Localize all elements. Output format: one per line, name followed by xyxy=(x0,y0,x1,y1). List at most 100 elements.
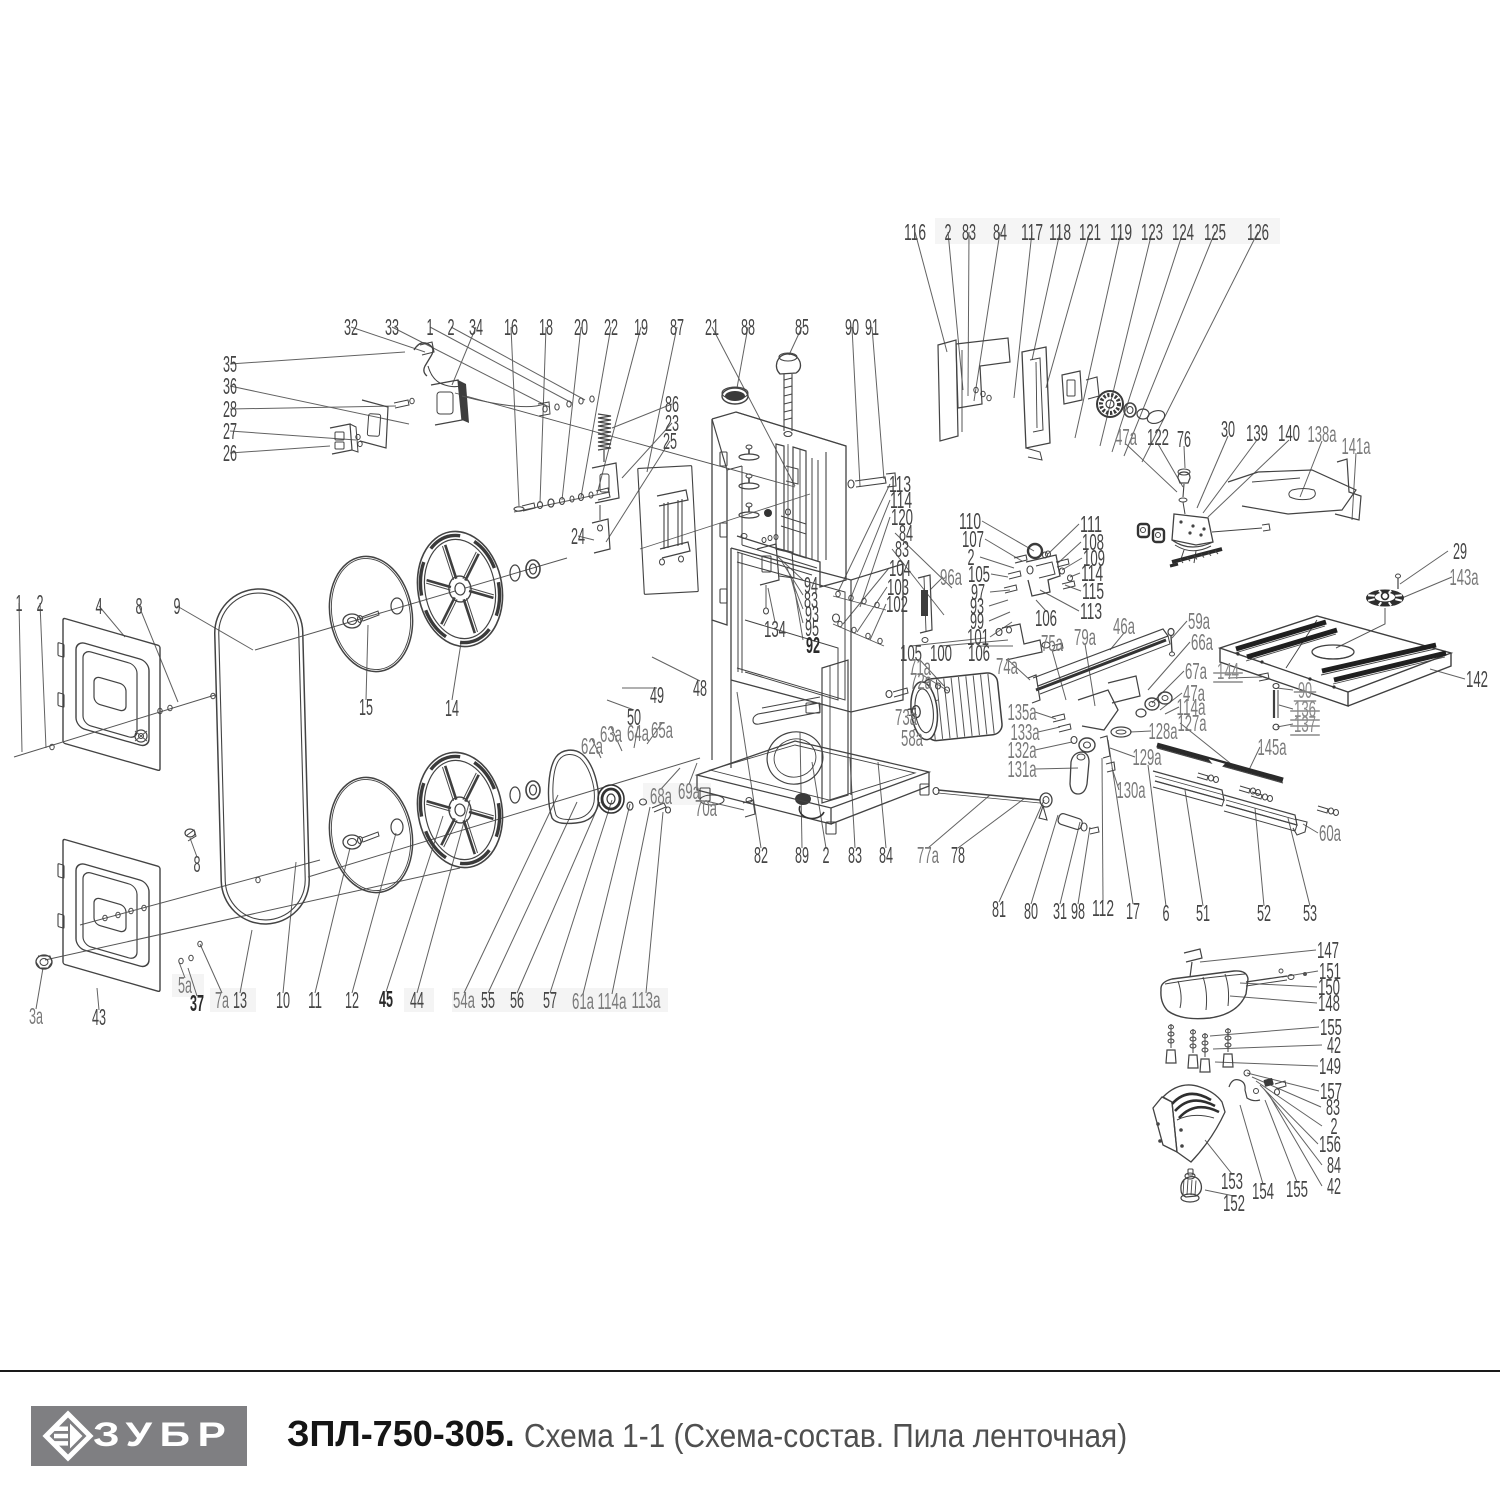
svg-text:132a: 132a xyxy=(1008,737,1037,763)
svg-text:114a: 114a xyxy=(598,988,627,1014)
svg-text:15: 15 xyxy=(359,694,373,720)
svg-text:34: 34 xyxy=(469,314,483,340)
svg-text:49: 49 xyxy=(650,682,664,708)
svg-text:155: 155 xyxy=(1320,1014,1342,1040)
svg-text:102: 102 xyxy=(886,591,908,617)
svg-text:125: 125 xyxy=(1204,219,1226,245)
svg-text:129a: 129a xyxy=(1133,744,1162,770)
svg-text:83: 83 xyxy=(848,842,862,868)
svg-text:73a: 73a xyxy=(895,704,917,730)
svg-text:74a: 74a xyxy=(996,653,1018,679)
svg-text:58a: 58a xyxy=(901,725,923,751)
svg-text:16: 16 xyxy=(504,314,518,340)
svg-text:142: 142 xyxy=(1466,666,1488,692)
svg-text:91: 91 xyxy=(865,314,879,340)
svg-text:156: 156 xyxy=(1319,1131,1341,1157)
svg-text:37: 37 xyxy=(190,990,204,1016)
svg-text:82: 82 xyxy=(754,842,768,868)
svg-text:150: 150 xyxy=(1318,974,1340,1000)
svg-text:144: 144 xyxy=(1217,658,1239,684)
svg-text:113: 113 xyxy=(1080,598,1102,624)
svg-text:25: 25 xyxy=(663,428,677,454)
svg-text:26: 26 xyxy=(223,440,237,466)
svg-text:28: 28 xyxy=(223,396,237,422)
svg-text:71a: 71a xyxy=(909,654,931,680)
svg-text:143a: 143a xyxy=(1450,564,1479,590)
svg-text:50: 50 xyxy=(627,704,641,730)
svg-text:123: 123 xyxy=(1141,219,1163,245)
svg-text:137: 137 xyxy=(1294,711,1316,737)
svg-text:80: 80 xyxy=(1024,898,1038,924)
svg-text:2: 2 xyxy=(968,544,975,570)
svg-text:3a: 3a xyxy=(29,1003,43,1029)
svg-text:30: 30 xyxy=(1221,416,1235,442)
svg-text:133a: 133a xyxy=(1011,719,1040,745)
svg-text:2: 2 xyxy=(448,314,455,340)
svg-text:84: 84 xyxy=(993,219,1007,245)
svg-text:18: 18 xyxy=(539,314,553,340)
svg-text:8: 8 xyxy=(194,851,201,877)
svg-text:44: 44 xyxy=(410,987,424,1013)
svg-text:121: 121 xyxy=(1079,219,1101,245)
svg-text:101: 101 xyxy=(967,624,989,650)
svg-text:153: 153 xyxy=(1221,1168,1243,1194)
svg-text:52: 52 xyxy=(1257,900,1271,926)
svg-text:42: 42 xyxy=(1327,1173,1341,1199)
svg-text:94: 94 xyxy=(804,572,818,598)
svg-text:104: 104 xyxy=(889,555,911,581)
svg-text:47a: 47a xyxy=(1115,424,1137,450)
svg-text:87: 87 xyxy=(670,314,684,340)
svg-text:84: 84 xyxy=(899,520,913,546)
svg-text:2: 2 xyxy=(37,590,44,616)
svg-text:51: 51 xyxy=(1196,900,1210,926)
svg-text:105: 105 xyxy=(900,640,922,666)
svg-text:85: 85 xyxy=(795,314,809,340)
svg-text:29: 29 xyxy=(1453,538,1467,564)
svg-text:114a: 114a xyxy=(1177,694,1206,720)
svg-text:120: 120 xyxy=(891,504,913,530)
svg-text:7a: 7a xyxy=(215,987,229,1013)
svg-text:130a: 130a xyxy=(1117,777,1146,803)
svg-text:42: 42 xyxy=(1327,1032,1341,1058)
svg-text:89: 89 xyxy=(795,842,809,868)
svg-text:113: 113 xyxy=(889,471,911,497)
svg-text:119: 119 xyxy=(1110,219,1132,245)
svg-text:5a: 5a xyxy=(178,972,192,998)
svg-text:1: 1 xyxy=(16,590,23,616)
svg-text:124: 124 xyxy=(1172,219,1194,245)
svg-text:24: 24 xyxy=(571,523,585,549)
svg-text:54a: 54a xyxy=(453,987,475,1013)
svg-text:134: 134 xyxy=(764,616,786,642)
svg-text:136: 136 xyxy=(1294,696,1316,722)
svg-text:110: 110 xyxy=(959,508,981,534)
svg-text:36: 36 xyxy=(223,373,237,399)
svg-text:66a: 66a xyxy=(1191,629,1213,655)
svg-text:127a: 127a xyxy=(1178,710,1207,736)
svg-text:4: 4 xyxy=(96,593,103,619)
svg-text:53: 53 xyxy=(1303,900,1317,926)
svg-text:100: 100 xyxy=(930,640,952,666)
svg-text:43: 43 xyxy=(92,1004,106,1030)
svg-text:83: 83 xyxy=(1326,1094,1340,1120)
svg-text:139: 139 xyxy=(1246,420,1268,446)
svg-text:83: 83 xyxy=(962,219,976,245)
svg-text:47a: 47a xyxy=(1183,680,1205,706)
svg-text:27: 27 xyxy=(223,418,237,444)
svg-text:90: 90 xyxy=(1298,677,1312,703)
svg-text:78: 78 xyxy=(951,842,965,868)
svg-text:12: 12 xyxy=(345,987,359,1013)
svg-text:10: 10 xyxy=(276,987,290,1013)
svg-text:115: 115 xyxy=(1082,578,1104,604)
svg-text:35: 35 xyxy=(223,351,237,377)
svg-text:106: 106 xyxy=(968,640,990,666)
svg-text:151: 151 xyxy=(1319,958,1341,984)
svg-text:140: 140 xyxy=(1278,420,1300,446)
svg-text:154: 154 xyxy=(1252,1178,1274,1204)
svg-text:90: 90 xyxy=(845,314,859,340)
svg-text:141a: 141a xyxy=(1342,433,1371,459)
svg-text:59a: 59a xyxy=(1188,608,1210,634)
svg-text:93: 93 xyxy=(970,593,984,619)
svg-text:118: 118 xyxy=(1049,219,1071,245)
svg-text:22: 22 xyxy=(604,314,618,340)
svg-text:13: 13 xyxy=(233,987,247,1013)
